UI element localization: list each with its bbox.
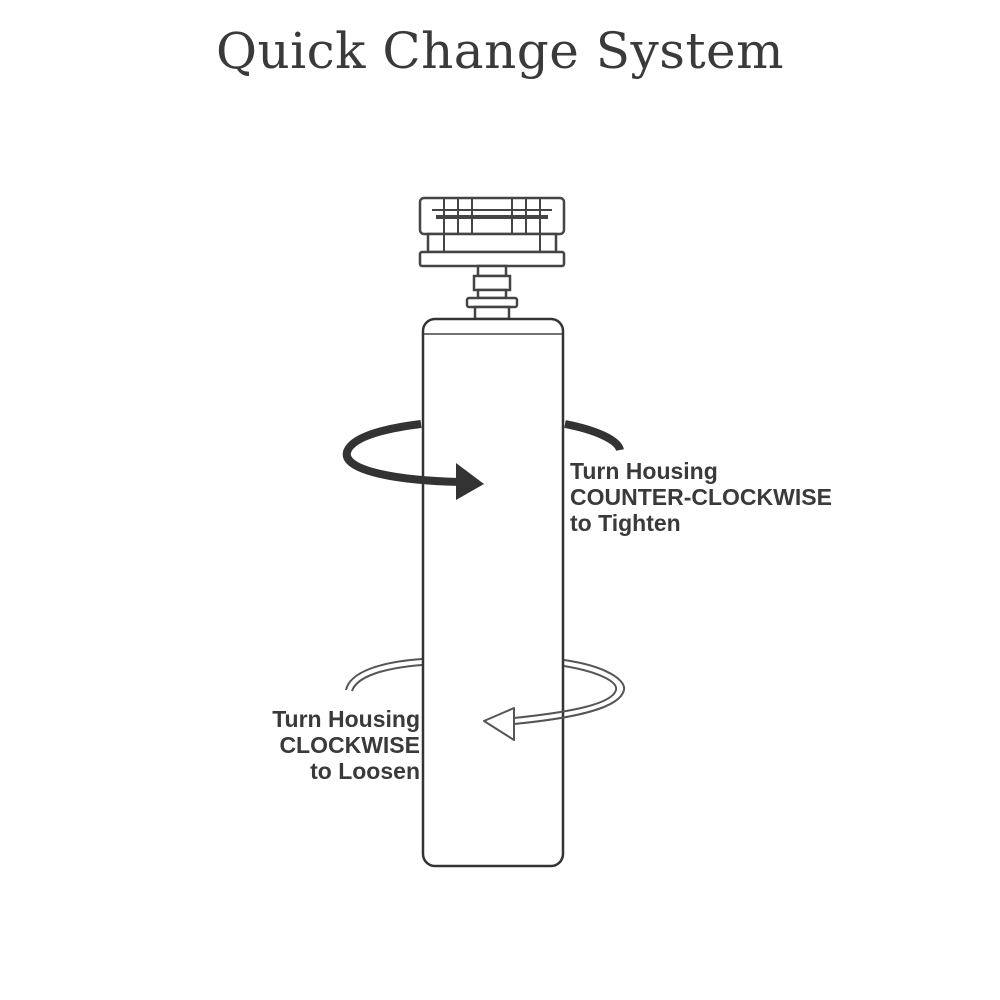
loosen-arrow-tail-inner — [351, 664, 423, 692]
diagram-title: Quick Change System — [215, 22, 785, 80]
tighten-instruction: Turn Housing COUNTER-CLOCKWISE to Tighte… — [570, 458, 832, 536]
loosen-arrow-back-inner — [513, 665, 618, 719]
loosen-arrowhead — [483, 707, 515, 741]
tighten-arrow-front — [342, 420, 461, 486]
loosen-line-2: CLOCKWISE — [279, 732, 420, 758]
loosen-line-3: to Loosen — [310, 758, 420, 784]
tighten-arrow-back — [564, 420, 624, 452]
filter-connector — [465, 264, 519, 321]
loosen-instruction: Turn Housing CLOCKWISE to Loosen — [200, 706, 420, 784]
tighten-line-3: to Tighten — [570, 510, 681, 536]
tighten-line-1: Turn Housing — [570, 458, 718, 484]
tighten-arrowhead — [456, 463, 484, 500]
filter-housing — [421, 317, 565, 868]
loosen-arrow-tail — [345, 658, 423, 691]
filter-head — [418, 196, 566, 268]
loosen-arrow-back — [513, 659, 626, 725]
tighten-line-2: COUNTER-CLOCKWISE — [570, 484, 832, 510]
loosen-line-1: Turn Housing — [272, 706, 420, 732]
